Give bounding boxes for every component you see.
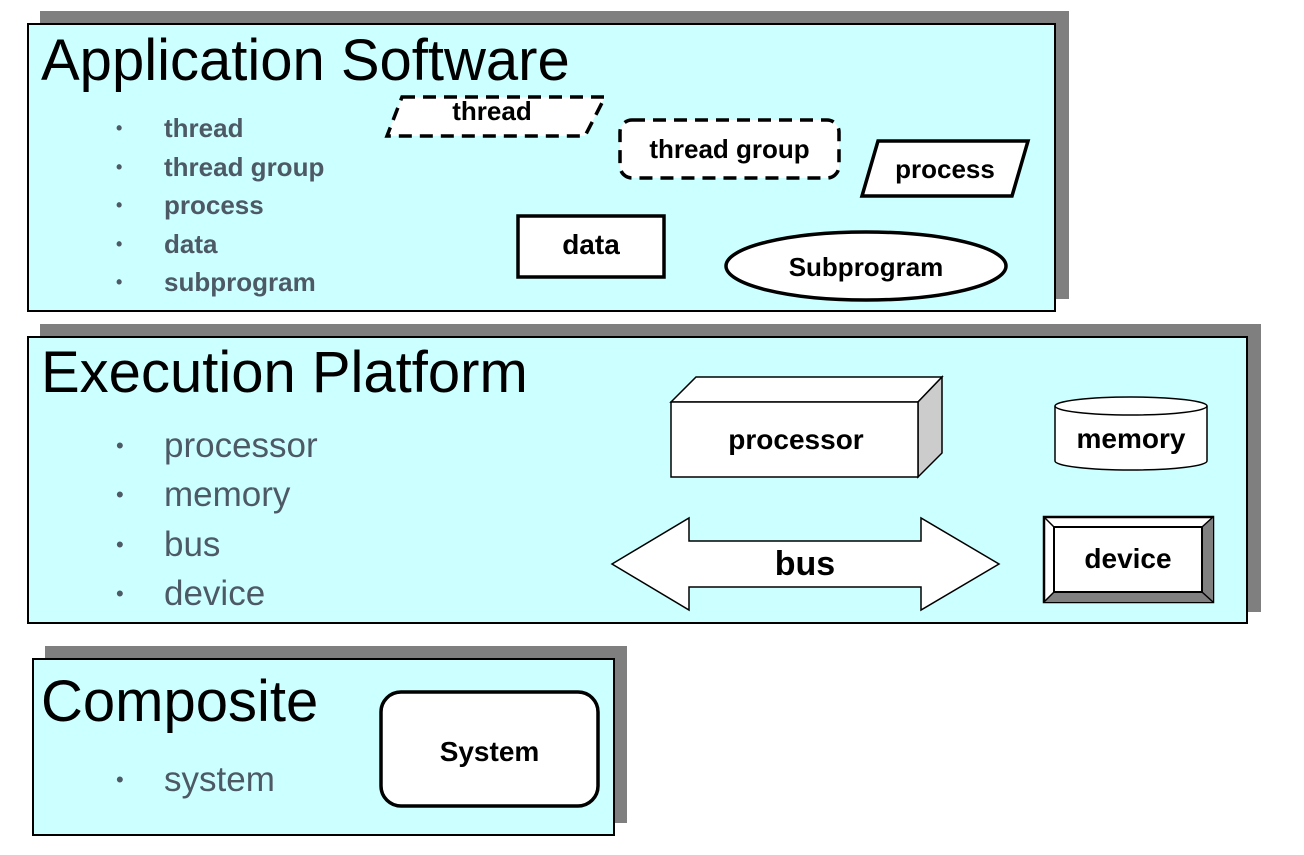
processor-shape-label: processor [728, 424, 864, 455]
system-shape-label: System [439, 736, 540, 767]
composite-list: •system [116, 755, 275, 805]
process-shape [859, 139, 1031, 198]
subprogram-shape [724, 230, 1008, 302]
list-item: •thread [116, 109, 324, 148]
application-software-title: Application Software [41, 28, 570, 93]
list-item: •bus [116, 520, 318, 569]
composite-title: Composite [41, 669, 319, 734]
bullet-icon: • [116, 531, 124, 557]
bullet-icon: • [116, 156, 123, 177]
thread-shape-label: thread [452, 96, 532, 126]
thread-group-shape-label: thread group [649, 134, 810, 164]
list-item: •subprogram [116, 263, 324, 302]
list-item: •memory [116, 470, 318, 519]
bullet-icon: • [116, 195, 123, 215]
data-shape [516, 214, 666, 279]
bullet-icon: • [116, 272, 123, 292]
device-shape [1042, 515, 1215, 604]
processor-shape [669, 375, 944, 479]
bullet-icon: • [116, 118, 123, 138]
execution-platform-list: •processor •memory •bus •device [116, 421, 318, 618]
bullet-icon: • [116, 580, 124, 606]
system-shape [379, 690, 600, 808]
list-item: •device [116, 569, 318, 618]
application-software-list: •thread •thread group •process •data •su… [116, 109, 324, 302]
bullet-icon: • [116, 433, 124, 458]
execution-platform-title: Execution Platform [41, 340, 528, 405]
subprogram-shape-label: Subprogram [788, 252, 944, 282]
list-item: •process [116, 186, 324, 225]
memory-shape [1054, 396, 1208, 471]
thread-shape [384, 95, 608, 138]
data-shape-label: data [562, 229, 620, 260]
bus-shape [610, 516, 1001, 612]
bullet-icon: • [116, 233, 123, 254]
bullet-icon: • [116, 482, 124, 508]
list-item: •thread group [116, 148, 324, 187]
thread-group-shape [618, 118, 841, 180]
process-shape-label: process [895, 154, 995, 184]
device-shape-label: device [1084, 543, 1172, 574]
list-item: •system [116, 755, 275, 805]
list-item: •processor [116, 421, 318, 470]
list-item: •data [116, 225, 324, 264]
memory-shape-label: memory [1076, 423, 1186, 454]
bus-shape-label: bus [774, 545, 836, 583]
bullet-icon: • [116, 767, 124, 792]
